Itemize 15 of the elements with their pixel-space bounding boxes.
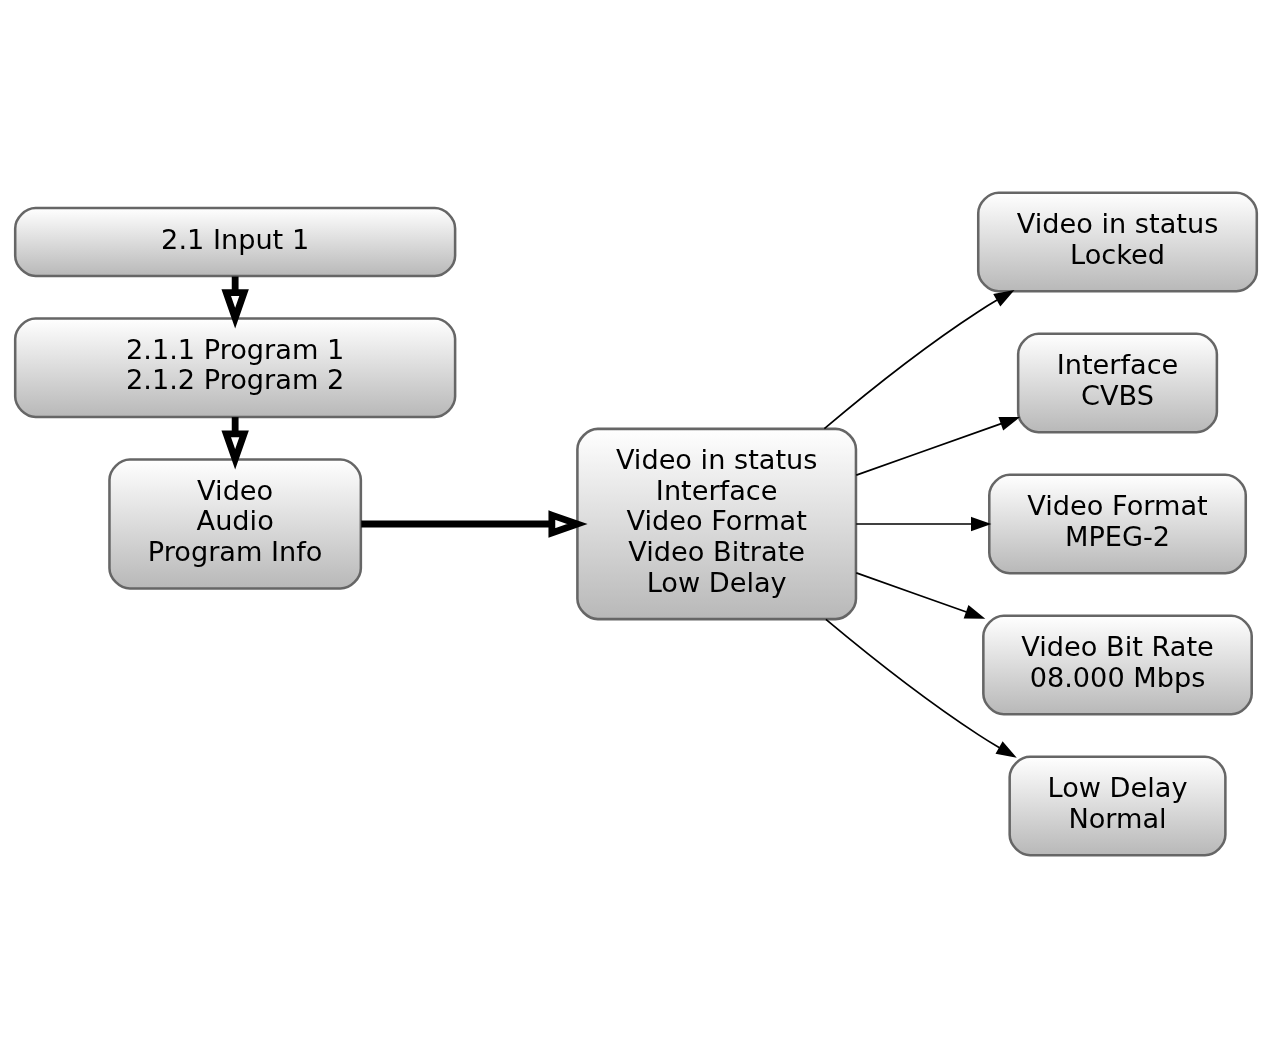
node-box: Video in status Locked: [976, 191, 1259, 293]
arrow: [855, 571, 986, 619]
node-box: Low Delay Normal: [1008, 754, 1227, 856]
arrow: [855, 516, 992, 531]
node-box: Video Bit Rate 08.000 Mbps: [982, 613, 1253, 715]
node-box: 2.1.1 Program 1 2.1.2 Program 2: [13, 316, 457, 418]
node-box: Interface CVBS: [1016, 332, 1219, 434]
node-box: Video in status Interface Video Format Video Bitrate Low Delay: [576, 427, 858, 620]
node-box: 2.1 Input 1: [13, 206, 457, 277]
arrow: [361, 509, 588, 538]
node-box: Video Audio Program Info: [108, 457, 363, 590]
node-box: Video Format MPEG-2: [988, 472, 1248, 575]
arrow: [825, 618, 1017, 758]
arrow: [823, 289, 1015, 429]
arrow: [855, 416, 1021, 476]
